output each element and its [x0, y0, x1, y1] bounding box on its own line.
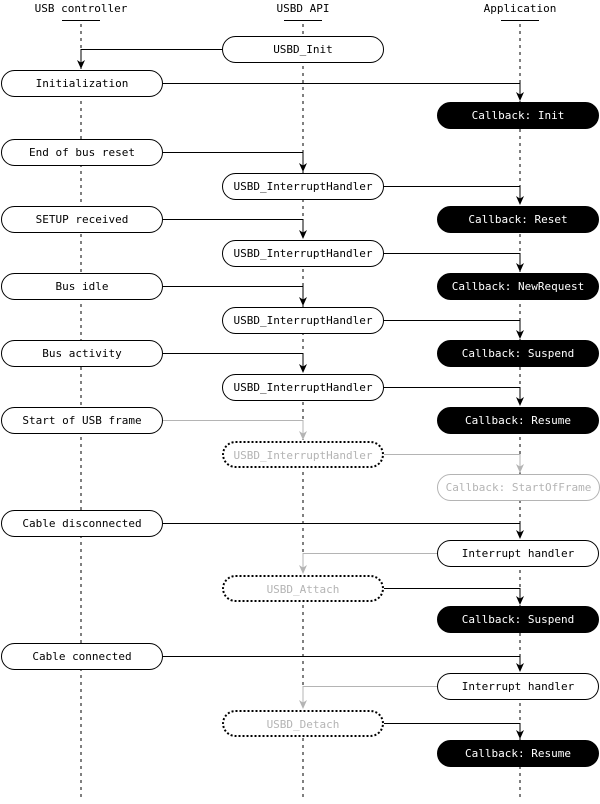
message-m-irqhandler2-to-detach: [299, 686, 437, 709]
node-callback-init[interactable]: Callback: Init: [437, 102, 599, 129]
message-m-attach-to-suspend: [384, 588, 524, 605]
message-m-irqhandler1-to-attach: [299, 553, 437, 574]
message-m-irqghost-to-sofcallback: [384, 454, 524, 473]
message-m-busreset-to-irq1: [163, 152, 307, 172]
node-irq-handler-3[interactable]: USBD_InterruptHandler: [222, 307, 384, 334]
node-irq-handler-ghost[interactable]: USBD_InterruptHandler: [222, 441, 384, 468]
node-callback-suspend-2[interactable]: Callback: Suspend: [437, 606, 599, 633]
node-usbd-detach[interactable]: USBD_Detach: [222, 710, 384, 737]
node-irq-handler-4[interactable]: USBD_InterruptHandler: [222, 374, 384, 401]
message-m-irq2-to-newrequest: [384, 253, 524, 272]
node-bus-idle[interactable]: Bus idle: [1, 273, 163, 300]
message-m-irq4-to-resume: [384, 387, 524, 406]
lifeline-header-application: Application: [483, 2, 557, 15]
node-cable-disconnected[interactable]: Cable disconnected: [1, 510, 163, 537]
message-m-disconnect-to-irqhandler: [163, 523, 524, 539]
node-callback-resume-1[interactable]: Callback: Resume: [437, 407, 599, 434]
message-m-connect-to-irqhandler2: [163, 656, 524, 672]
lifeline-header-usbd-api: USBD API: [276, 2, 330, 15]
node-interrupt-handler-1[interactable]: Interrupt handler: [437, 540, 599, 567]
message-m-irq1-to-reset: [384, 186, 524, 205]
node-setup-received[interactable]: SETUP received: [1, 206, 163, 233]
message-m-busactivity-to-irq4: [163, 353, 307, 373]
message-m-initialization-to-init: [163, 83, 524, 101]
node-callback-suspend-1[interactable]: Callback: Suspend: [437, 340, 599, 367]
node-usbd-attach[interactable]: USBD_Attach: [222, 575, 384, 602]
node-callback-reset[interactable]: Callback: Reset: [437, 206, 599, 233]
node-callback-newrequest[interactable]: Callback: NewRequest: [437, 273, 599, 300]
node-usbd-init[interactable]: USBD_Init: [222, 36, 384, 63]
message-m-busidle-to-irq3: [163, 286, 307, 306]
message-m-irq3-to-suspend: [384, 320, 524, 339]
node-interrupt-handler-2[interactable]: Interrupt handler: [437, 673, 599, 700]
message-m-sof-to-irqghost: [163, 420, 307, 440]
lifeline-header-usb-controller: USB controller: [34, 2, 128, 15]
node-irq-handler-1[interactable]: USBD_InterruptHandler: [222, 173, 384, 200]
node-irq-handler-2[interactable]: USBD_InterruptHandler: [222, 240, 384, 267]
node-start-of-usb-frame[interactable]: Start of USB frame: [1, 407, 163, 434]
node-end-of-bus-reset[interactable]: End of bus reset: [1, 139, 163, 166]
message-m-detach-to-resume: [384, 723, 524, 739]
message-m-init-to-controller: [77, 49, 222, 69]
node-callback-resume-2[interactable]: Callback: Resume: [437, 740, 599, 767]
message-m-setup-to-irq2: [163, 219, 307, 239]
node-bus-activity[interactable]: Bus activity: [1, 340, 163, 367]
node-initialization[interactable]: Initialization: [1, 70, 163, 97]
node-callback-startofframe[interactable]: Callback: StartOfFrame: [437, 474, 600, 501]
node-cable-connected[interactable]: Cable connected: [1, 643, 163, 670]
